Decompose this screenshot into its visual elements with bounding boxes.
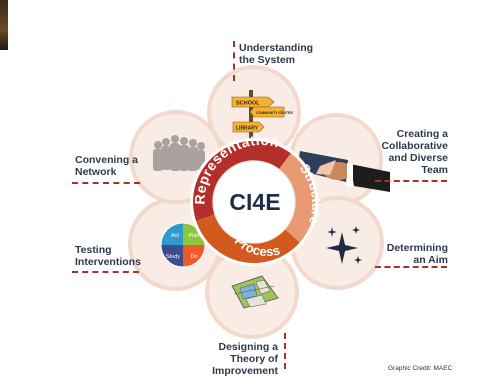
connector-testing xyxy=(72,271,139,273)
connector-designing-theory xyxy=(284,333,286,369)
handshake-icon xyxy=(297,151,390,192)
center-ring: Representation Structure Process CI4E xyxy=(190,132,324,266)
graphic-credit: Graphic Credit: MAEC xyxy=(388,365,453,372)
connector-determining-aim xyxy=(375,266,447,268)
connector-convening xyxy=(72,182,140,184)
center-title: CI4E xyxy=(229,189,280,215)
sign-library: LIBRARY xyxy=(236,126,259,132)
sparkle-icon xyxy=(326,226,362,264)
ring-segment-structure xyxy=(279,153,316,243)
sign-community-center: COMMUNITY CENTER xyxy=(256,111,293,115)
ring-segment-process xyxy=(196,214,300,264)
ring-segment-representation xyxy=(193,140,291,221)
pdsa-plan: Plan xyxy=(188,233,199,239)
people-silhouette-icon xyxy=(153,135,205,171)
pdsa-study: Study xyxy=(166,254,180,260)
label-understanding: Understanding the System xyxy=(239,42,314,66)
pdsa-cycle-icon: Act Plan Study Do xyxy=(160,222,206,268)
signpost-icon: SCHOOL COMMUNITY CENTER LIBRARY xyxy=(231,90,293,138)
connector-creating-team xyxy=(375,180,447,182)
label-determining-aim: Determining an Aim xyxy=(386,242,448,266)
label-testing: Testing Interventions xyxy=(75,244,141,268)
label-creating-team: Creating a Collaborative and Diverse Tea… xyxy=(381,128,448,176)
photo-edge xyxy=(0,0,8,50)
map-icon xyxy=(231,275,279,309)
label-designing-theory: Designing a Theory of Improvement xyxy=(212,341,278,377)
sign-school: SCHOOL xyxy=(236,101,260,107)
connector-understanding xyxy=(233,41,235,81)
pdsa-do: Do xyxy=(190,254,197,260)
label-convening: Convening a Network xyxy=(75,154,139,178)
pdsa-act: Act xyxy=(171,233,179,239)
